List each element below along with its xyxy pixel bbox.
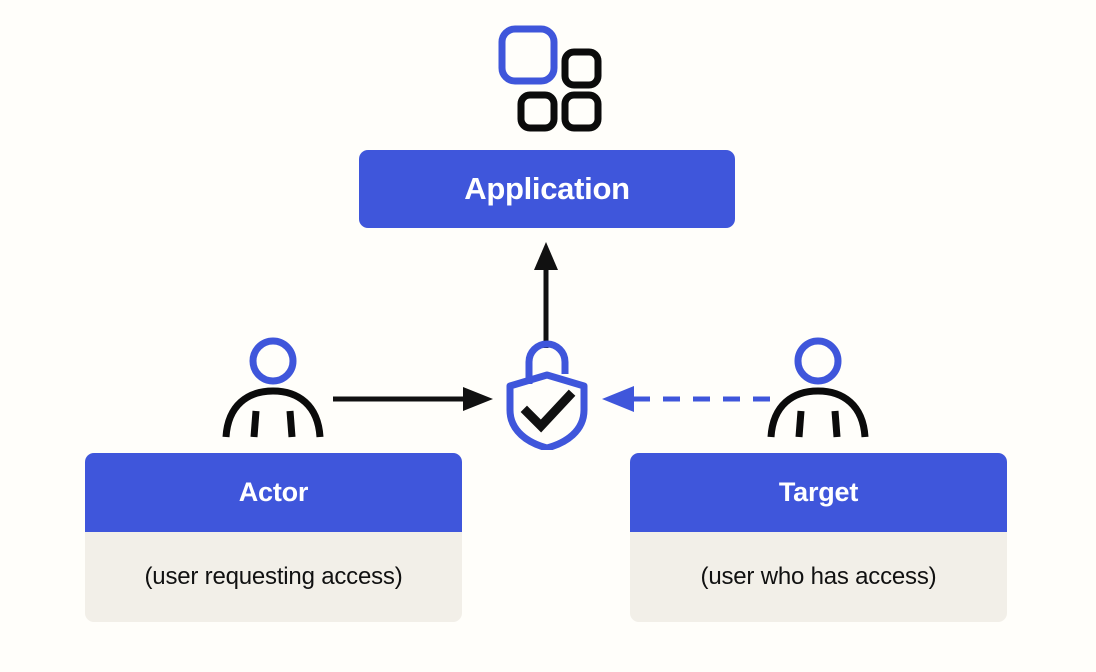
target-card-title: Target	[778, 477, 859, 507]
target-card-body: (user who has access)	[630, 532, 1007, 622]
target-card-subtitle: (user who has access)	[700, 563, 937, 590]
arrow-actor-to-shield	[333, 382, 495, 416]
actor-card-subtitle: (user requesting access)	[144, 563, 403, 590]
unlocked-shield-check-icon	[503, 338, 593, 452]
actor-card-body: (user requesting access)	[85, 532, 462, 622]
target-card[interactable]: Target (user who has access)	[630, 453, 1007, 622]
actor-card[interactable]: Actor (user requesting access)	[85, 453, 462, 622]
app-grid-icon	[494, 21, 604, 136]
arrow-target-to-shield	[600, 382, 770, 416]
arrow-up-to-application	[519, 240, 573, 350]
actor-card-header: Actor	[85, 453, 462, 532]
application-box[interactable]: Application	[359, 150, 735, 228]
application-label: Application	[464, 171, 630, 206]
person-icon-target	[763, 333, 873, 445]
person-icon-actor	[218, 333, 328, 445]
target-card-header: Target	[630, 453, 1007, 532]
actor-card-title: Actor	[238, 477, 309, 507]
